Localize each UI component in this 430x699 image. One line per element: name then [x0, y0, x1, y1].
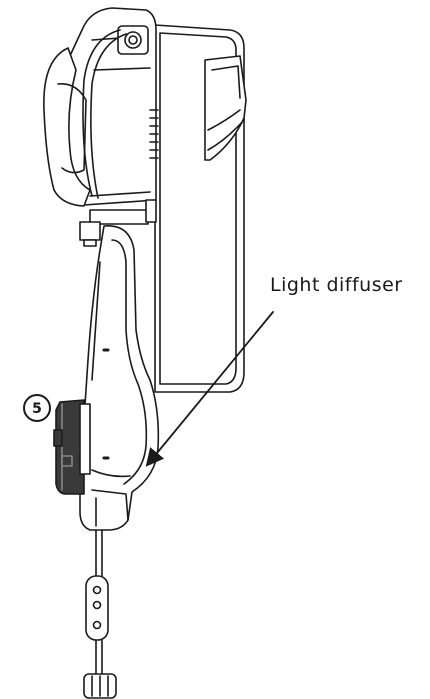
mounting-bolt — [79, 199, 157, 247]
callout-leader-arrow — [145, 311, 274, 467]
wall-mount-plate — [154, 24, 247, 393]
holster-cable-loop — [43, 29, 127, 207]
number-badge — [23, 394, 51, 422]
light-diffuser-label: Light diffuser — [270, 274, 403, 296]
lower-handle-body — [79, 225, 160, 531]
number-badge-text: 5 — [32, 401, 42, 417]
port-ring-icon — [124, 31, 142, 49]
hanging-cable-clamp — [83, 529, 117, 699]
upper-housing — [65, 7, 159, 206]
side-module-box — [53, 399, 91, 495]
